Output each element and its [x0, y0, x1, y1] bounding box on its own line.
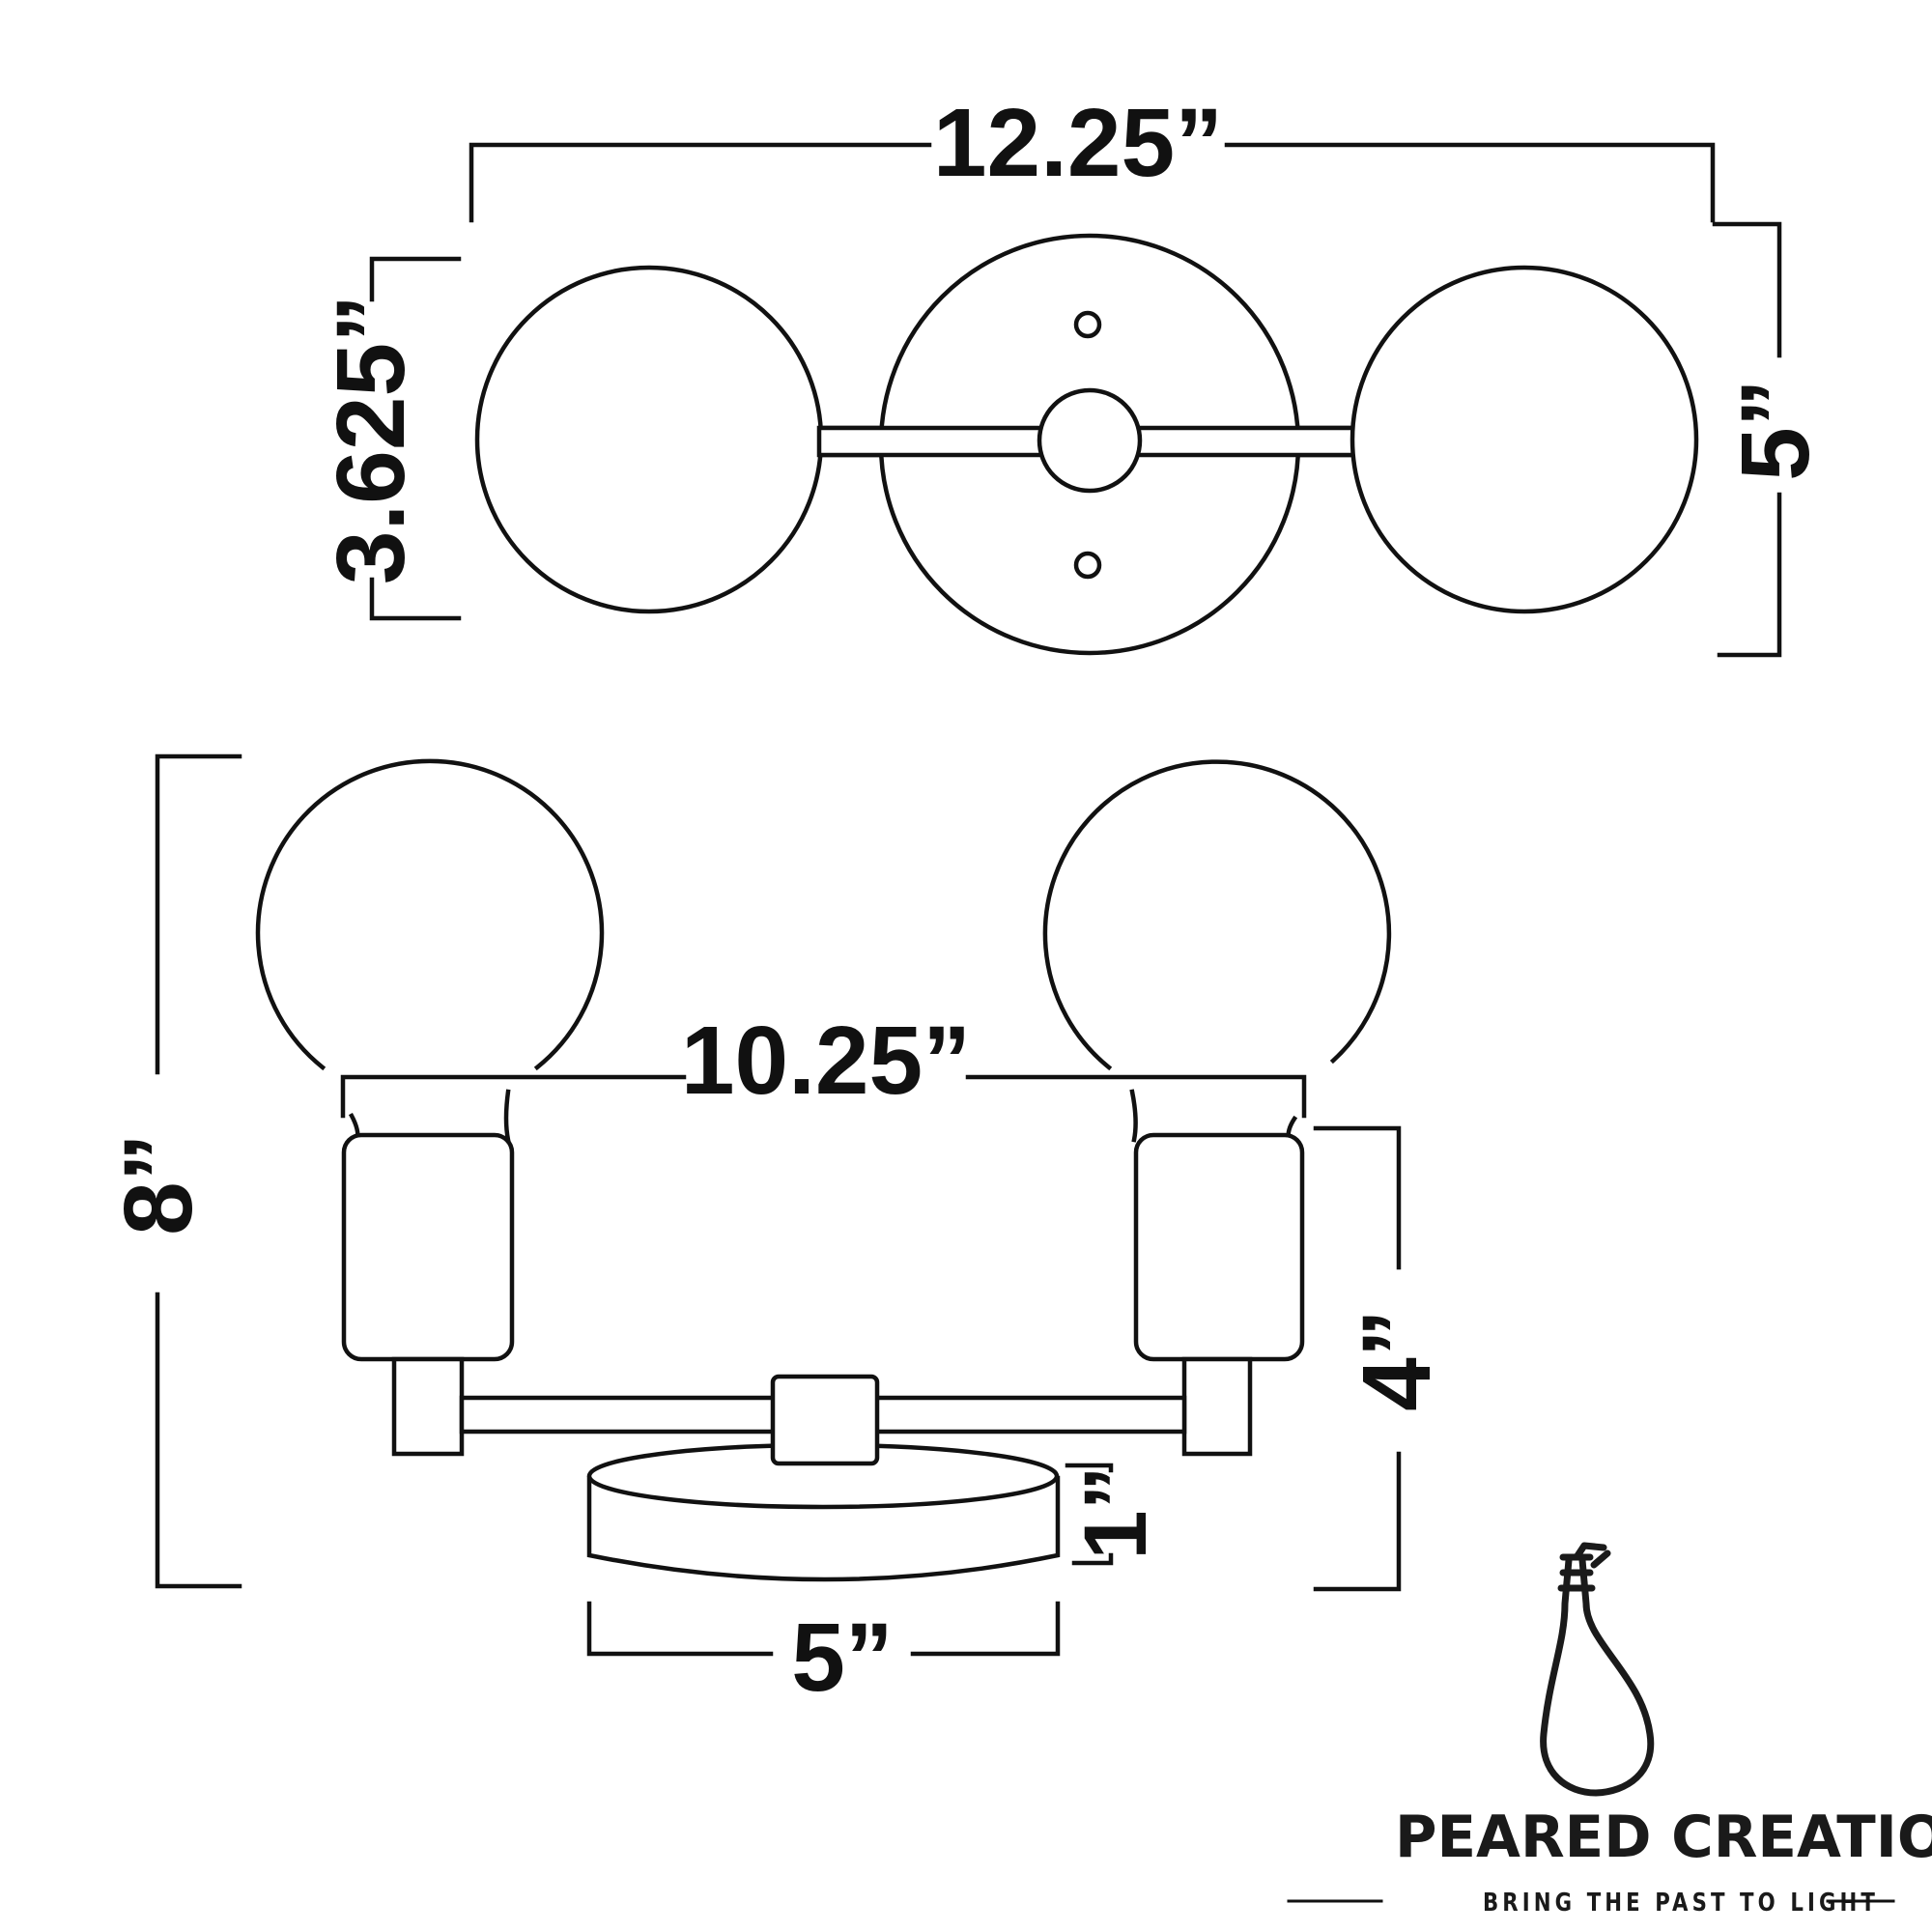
- plate-width-dimension-line: [586, 1601, 774, 1657]
- socket-spacing-dimension-line: [340, 1074, 687, 1119]
- brand-logo: PEARED CREATION BRING THE PAST TO LIGHT: [1287, 1542, 1932, 1918]
- plate-diameter-dimension-line: [1712, 221, 1782, 358]
- top-left-globe: [474, 265, 824, 614]
- left-socket: [341, 1132, 515, 1362]
- overall-width-label: 12.25”: [933, 89, 1223, 197]
- brand-tagline: BRING THE PAST TO LIGHT: [1483, 1889, 1879, 1918]
- side-left-globe: [255, 758, 605, 1071]
- side-view: 8” 10.25” 4” 1”: [104, 753, 1451, 1712]
- plate-depth-label: 1”: [1066, 1465, 1165, 1559]
- projection-dimension-line: [1313, 1125, 1402, 1270]
- top-left-arm-inner: [816, 425, 1044, 458]
- right-socket: [1133, 1132, 1305, 1362]
- brand-name: PEARED CREATION: [1395, 1804, 1932, 1871]
- side-hub: [770, 1374, 880, 1466]
- lightbulb-logo-icon: [1540, 1542, 1655, 1797]
- center-hub: [1037, 387, 1143, 494]
- plate-width-label: 5”: [791, 1604, 894, 1712]
- right-socket-stem: [1181, 1356, 1253, 1457]
- mounting-screw-hole-top: [1073, 310, 1102, 339]
- side-right-globe: [1042, 759, 1392, 1071]
- overall-height-label: 8”: [104, 1133, 213, 1236]
- left-socket-stem: [391, 1356, 465, 1457]
- top-right-globe: [1350, 265, 1699, 614]
- socket-spacing-label: 10.25”: [681, 1007, 971, 1115]
- mounting-screw-hole-bottom: [1073, 551, 1102, 580]
- globe-diameter-label: 3.625”: [317, 295, 425, 584]
- top-view: 12.25” 3.625” 5”: [317, 89, 1830, 658]
- globe-diameter-dimension-line: [369, 256, 462, 302]
- overall-width-dimension-line: [469, 142, 1716, 223]
- projection-label: 4”: [1343, 1309, 1451, 1411]
- plate-depth-dimension-line: [1065, 1463, 1114, 1473]
- plate-diameter-label: 5”: [1721, 379, 1830, 481]
- top-right-arm-inner: [1135, 425, 1363, 458]
- overall-height-dimension-line: [155, 753, 242, 1075]
